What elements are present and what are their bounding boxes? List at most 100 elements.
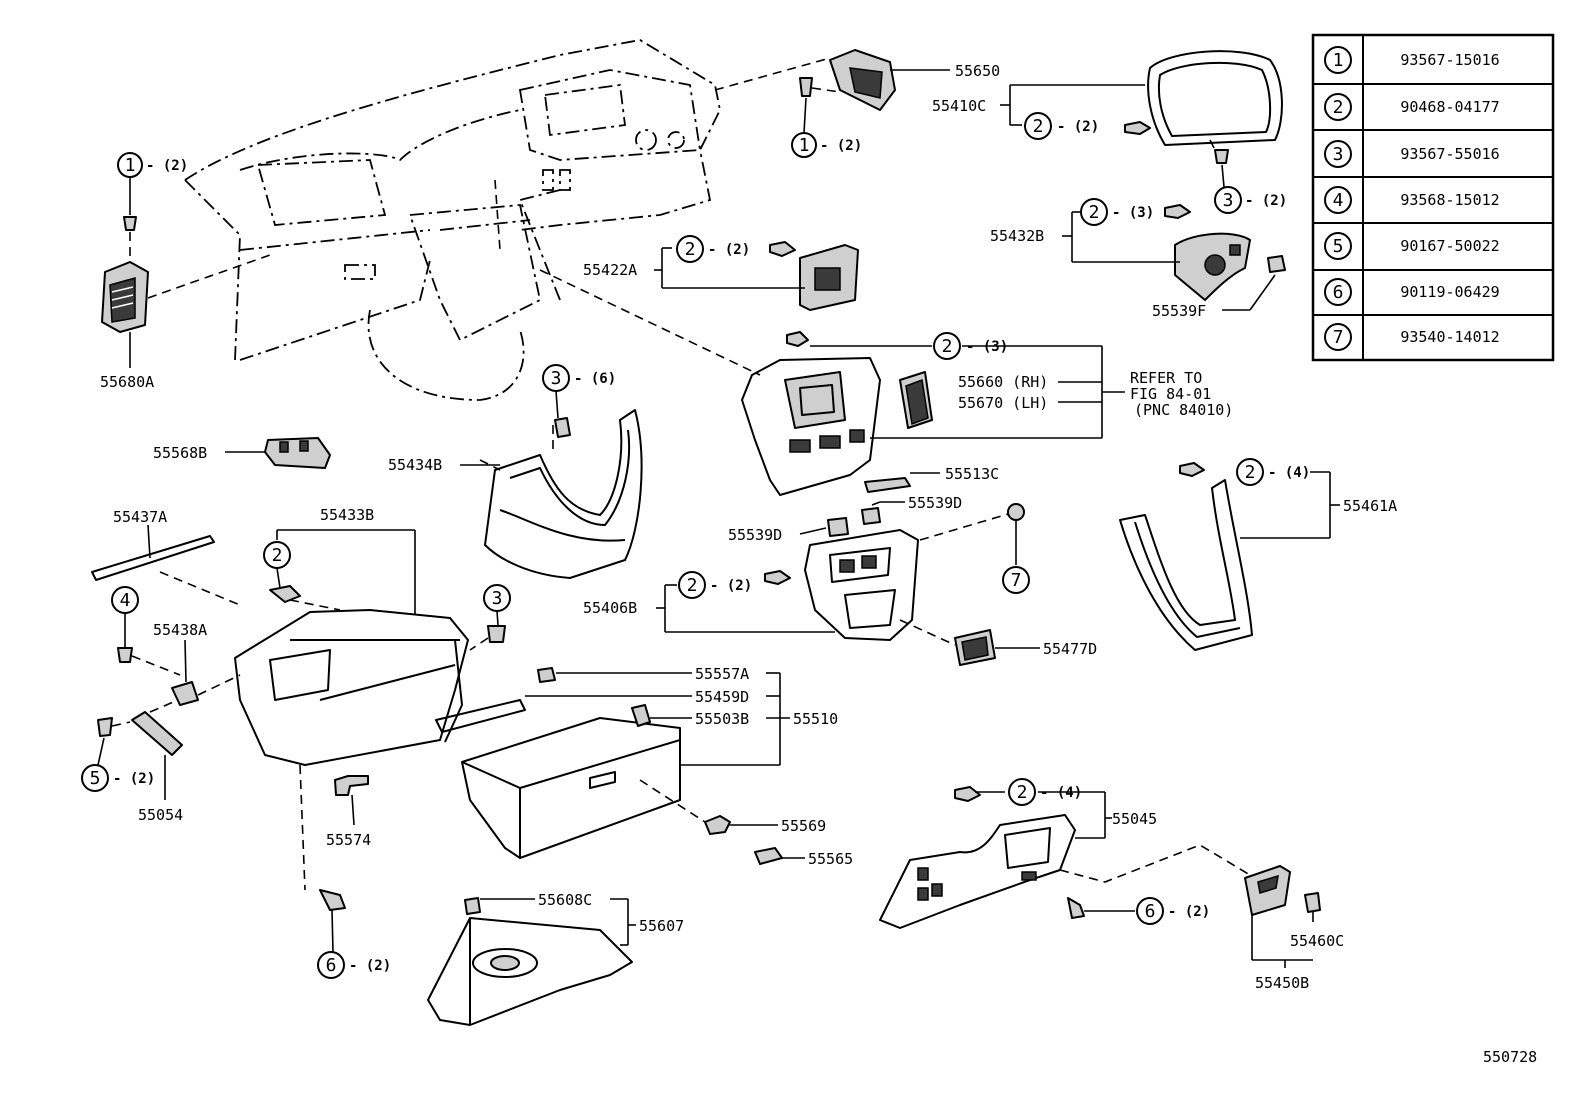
callout-qty: - (2): [1057, 119, 1099, 135]
callout-c7: 7: [1002, 503, 1030, 594]
callout-num: 4: [120, 590, 131, 611]
part-55477D: 55477D: [954, 629, 1097, 666]
label-55406B: 55406B: [583, 599, 637, 617]
label-55670: 55670 (LH): [958, 394, 1048, 412]
part-55510: 55557A 55459D 55503B 55510: [435, 665, 838, 859]
callout-num: 5: [90, 768, 101, 789]
part-55054: 55054: [131, 699, 183, 824]
table-row: 5 90167-50022: [1324, 232, 1500, 260]
table-row: 6 90119-06429: [1324, 278, 1500, 306]
callout-c2-55410C: 2 - (2): [1024, 112, 1099, 140]
table-row: 4 93568-15012: [1324, 186, 1500, 214]
part-center-bezel: 55660 (RH) 55670 (LH): [539, 269, 1125, 496]
label-55410C: 55410C: [932, 97, 986, 115]
part-55565: 55565: [754, 847, 853, 868]
callout-num: 2: [942, 336, 953, 357]
table-row-num: 7: [1333, 327, 1344, 348]
label-55503B: 55503B: [695, 710, 749, 728]
table-row-part: 90167-50022: [1400, 237, 1499, 255]
callout-c3-mid: 3: [469, 584, 511, 651]
callout-qty: - (4): [1268, 465, 1310, 481]
table-row-part: 93567-15016: [1400, 51, 1499, 69]
label-55460C: 55460C: [1290, 932, 1344, 950]
dashboard-outline: [184, 39, 721, 401]
diagram-id: 550728: [1483, 1048, 1537, 1066]
callout-c2-center: 2 - (3): [933, 332, 1008, 360]
table-row-part: 93567-55016: [1400, 145, 1499, 163]
callout-num: 2: [1245, 462, 1256, 483]
callout-c5: 5 - (2): [81, 717, 155, 792]
label-55054: 55054: [138, 806, 183, 824]
label-55433B: 55433B: [320, 506, 374, 524]
callout-num: 1: [799, 135, 810, 156]
part-55438A: 55438A: [153, 621, 241, 706]
callout-num: 6: [326, 955, 337, 976]
callout-qty: - (2): [710, 578, 752, 594]
label-55680A: 55680A: [100, 373, 154, 391]
label-55565: 55565: [808, 850, 853, 868]
callout-num: 2: [1017, 782, 1028, 803]
callout-c1-left: 1 - (2): [117, 152, 188, 262]
callout-c3-55434B: 3 - (6): [542, 364, 616, 419]
label-55437A: 55437A: [113, 508, 167, 526]
callout-c2-55432B: 2 - (3): [1080, 198, 1154, 226]
label-55568B: 55568B: [153, 444, 207, 462]
label-55539D-a: 55539D: [728, 526, 782, 544]
table-row-num: 2: [1333, 97, 1344, 118]
callout-c2-55461A: 2 - (4): [1236, 458, 1310, 486]
label-55539D-b: 55539D: [908, 494, 962, 512]
table-row-num: 3: [1333, 144, 1344, 165]
label-55557A: 55557A: [695, 665, 749, 683]
table-row-num: 1: [1333, 50, 1344, 71]
table-row-num: 4: [1333, 190, 1344, 211]
part-55650: 55650: [714, 49, 1000, 111]
callout-c2-55045: 2 - (4): [1008, 778, 1082, 806]
callout-num: 6: [1145, 901, 1156, 922]
label-55461A: 55461A: [1343, 497, 1397, 515]
callout-num: 7: [1011, 570, 1022, 591]
table-row-num: 6: [1333, 282, 1344, 303]
table-row: 7 93540-14012: [1324, 323, 1500, 351]
part-55539D: 55539D 55539D: [728, 494, 962, 544]
table-row: 1 93567-15016: [1324, 46, 1500, 74]
callout-num: 2: [1033, 116, 1044, 137]
label-55438A: 55438A: [153, 621, 207, 639]
callout-c2-55406B: 2 - (2): [678, 571, 752, 599]
label-55045: 55045: [1112, 810, 1157, 828]
callout-c1-top: 1 - (2): [791, 97, 862, 158]
label-55510: 55510: [793, 710, 838, 728]
part-55406B: 55406B: [583, 511, 1016, 646]
callout-c6-bottom: 6 - (2): [317, 889, 391, 979]
callout-qty: - (2): [113, 771, 155, 787]
callout-num: 2: [687, 575, 698, 596]
callout-num: 3: [492, 588, 503, 609]
callout-qty: - (3): [966, 339, 1008, 355]
table-row-part: 93540-14012: [1400, 328, 1499, 346]
callout-qty: - (2): [1168, 904, 1210, 920]
callout-qty: - (4): [1040, 785, 1082, 801]
part-55607: 55608C 55607: [427, 891, 684, 1026]
label-55432B: 55432B: [990, 227, 1044, 245]
label-55569: 55569: [781, 817, 826, 835]
callout-qty: - (2): [146, 158, 188, 174]
part-55461A: 55461A: [1119, 462, 1397, 651]
label-55434B: 55434B: [388, 456, 442, 474]
table-row: 3 93567-55016: [1324, 140, 1500, 168]
part-55045: 55045: [879, 786, 1251, 929]
callout-qty: - (2): [349, 958, 391, 974]
callout-qty: - (6): [574, 371, 616, 387]
table-row-num: 5: [1333, 236, 1344, 257]
part-55434B: 55434B: [388, 409, 643, 579]
part-55574: 55574: [326, 775, 371, 849]
label-55459D: 55459D: [695, 688, 749, 706]
reference-line-1: REFER TO: [1130, 369, 1202, 387]
callout-c3-55410C: 3 - (2): [1214, 164, 1287, 214]
label-55574: 55574: [326, 831, 371, 849]
reference-line-2: FIG 84-01: [1130, 385, 1211, 403]
reference-note: REFER TO FIG 84-01 (PNC 84010): [1130, 369, 1233, 419]
label-55450B: 55450B: [1255, 974, 1309, 992]
callout-qty: - (2): [708, 242, 750, 258]
callout-num: 2: [272, 545, 283, 566]
